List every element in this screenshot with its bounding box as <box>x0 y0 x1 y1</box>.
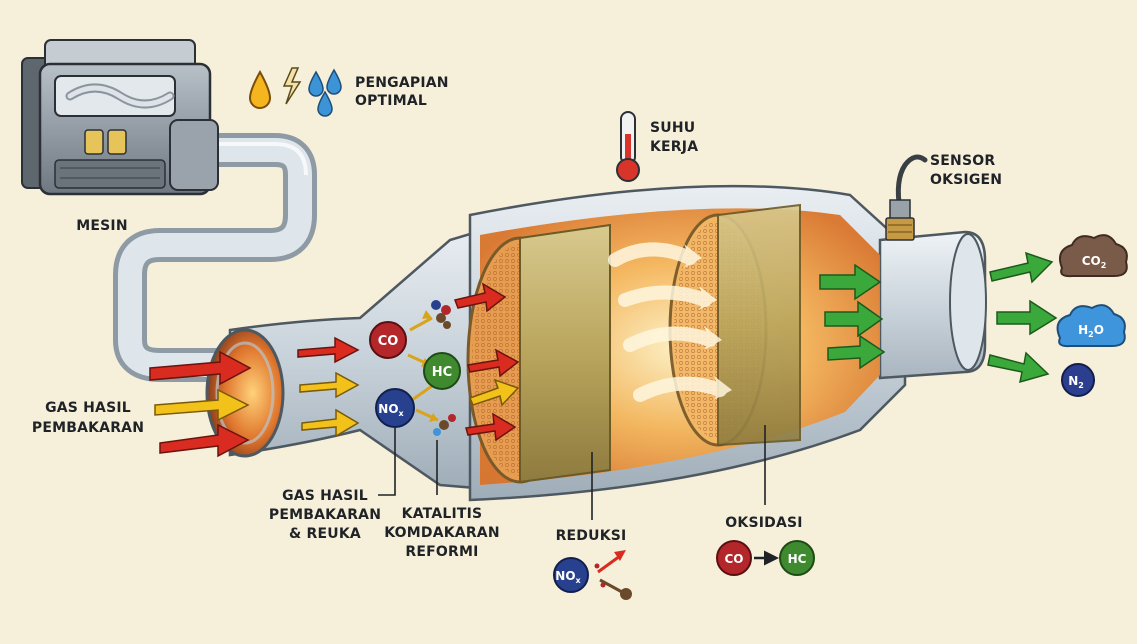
temperature-label-line1: SUHU <box>650 120 695 136</box>
exhaust-gas-label-line2: PEMBAKARAN <box>32 420 144 436</box>
ignition-label-line1: PENGAPIAN <box>355 75 449 91</box>
reduction-label: REDUKSI <box>556 528 627 544</box>
exhaust-gas-label-line1: GAS HASIL <box>45 400 131 416</box>
reduction-split-icon <box>594 550 632 600</box>
catalytic-label-line2: KOMDAKARAN <box>384 525 500 541</box>
catalytic-label-line1: KATALITIS <box>402 506 483 522</box>
leader-lines <box>378 425 766 520</box>
co2-cloud: CO2 <box>1059 234 1128 278</box>
svg-text:NOx: NOx <box>378 402 404 418</box>
engine-label: MESIN <box>76 218 128 234</box>
spark-icon <box>282 67 302 105</box>
oxidation-co-molecule: CO <box>716 540 752 576</box>
exhaust-pipe <box>113 133 317 382</box>
gas-reaction-label-line1: GAS HASIL <box>282 488 368 504</box>
svg-text:HC: HC <box>432 365 452 380</box>
inlet-flow-arrows <box>149 282 520 458</box>
svg-text:N2: N2 <box>1068 374 1084 390</box>
outlet-flow-arrows <box>819 251 1058 384</box>
svg-text:CO2: CO2 <box>1082 254 1107 270</box>
water-drops-icon <box>308 68 342 117</box>
svg-text:H2O: H2O <box>1078 323 1104 339</box>
oxygen-sensor-label-line1: SENSOR <box>930 153 995 169</box>
co-molecule: CO <box>369 321 407 359</box>
internal-flow-arrows <box>608 242 732 402</box>
substrate-band-2 <box>717 203 801 447</box>
nox-molecule: NOx <box>375 388 415 428</box>
oxygen-sensor-icon <box>885 154 928 241</box>
substrate-band-1 <box>519 223 611 484</box>
fuel-drop-icon <box>248 69 272 109</box>
svg-text:CO: CO <box>724 552 743 566</box>
h2o-cloud: H2O <box>1056 304 1126 348</box>
gas-reaction-label-line2: PEMBAKARAN <box>269 507 381 523</box>
thermometer-icon <box>616 111 640 182</box>
catalytic-label-line3: REFORMI <box>405 544 478 560</box>
oxidation-hc-molecule: HC <box>779 540 815 576</box>
hc-molecule: HC <box>423 352 461 390</box>
n2-molecule: N2 <box>1061 363 1095 397</box>
svg-text:CO: CO <box>378 334 399 349</box>
reduction-nox-molecule: NOx <box>553 557 589 593</box>
engine-icon <box>21 39 219 196</box>
temperature-label-line2: KERJA <box>650 139 698 155</box>
molecule-clusters <box>431 300 456 436</box>
oxidation-label: OKSIDASI <box>725 515 802 531</box>
ignition-label-line2: OPTIMAL <box>355 93 427 109</box>
svg-text:NOx: NOx <box>555 569 581 585</box>
svg-text:HC: HC <box>788 552 807 566</box>
gas-reaction-label-line3: & REUKA <box>289 526 361 542</box>
oxygen-sensor-label-line2: OKSIGEN <box>930 172 1002 188</box>
